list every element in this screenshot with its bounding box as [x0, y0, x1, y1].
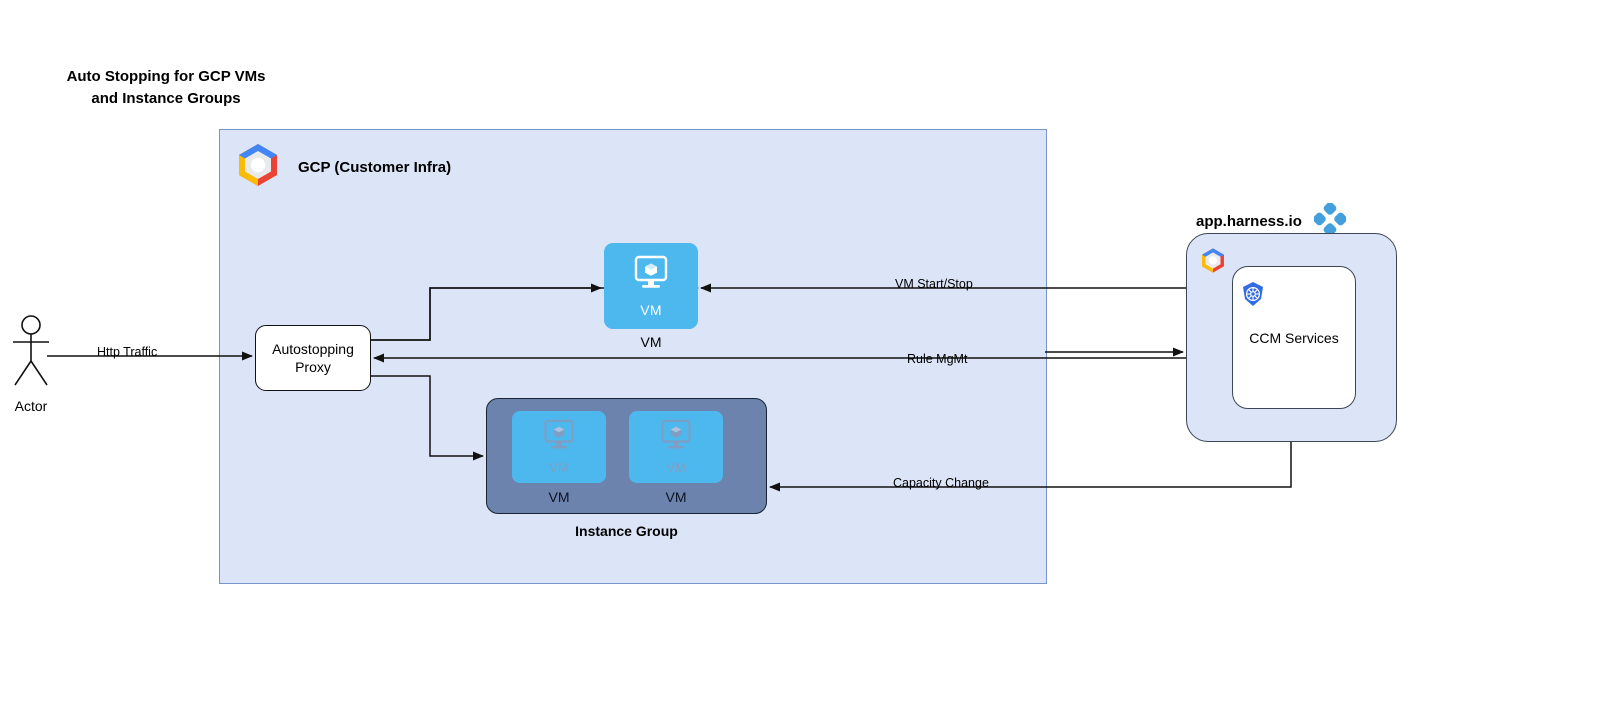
instance-group-vm-inner-label: VM: [666, 460, 686, 475]
actor-label: Actor: [14, 398, 48, 414]
page-title: Auto Stopping for GCP VMs and Instance G…: [66, 68, 266, 107]
autostopping-proxy-node[interactable]: Autostopping Proxy: [255, 325, 371, 391]
harness-diamond-logo-icon: [1312, 202, 1347, 240]
instance-group-vm[interactable]: VM: [512, 411, 606, 483]
edge-label-vm-start-stop: VM Start/Stop: [895, 277, 973, 291]
ccm-services-label: CCM Services: [1249, 330, 1339, 346]
vm-node[interactable]: VM: [604, 243, 698, 329]
instance-group-vm-inner-label: VM: [549, 460, 569, 475]
instance-group-container[interactable]: VM VM VM VM: [486, 398, 767, 514]
instance-group-caption: Instance Group: [575, 523, 678, 539]
gcp-container-label: GCP (Customer Infra): [298, 159, 452, 176]
vm-inner-label: VM: [640, 301, 662, 318]
harness-label: app.harness.io: [1196, 213, 1302, 230]
kubernetes-logo-icon: [1240, 281, 1266, 312]
instance-group-vm-caption: VM: [665, 489, 687, 505]
vm-monitor-cube-icon: [629, 255, 673, 300]
vm-node-caption: VM: [640, 334, 662, 350]
gcp-logo-icon: [232, 142, 284, 193]
gcp-container-header: GCP (Customer Infra): [232, 142, 451, 193]
harness-header: app.harness.io: [1196, 202, 1347, 240]
edge-label-capacity-change: Capacity Change: [893, 476, 989, 490]
edge-label-rule-mgmt: Rule MgMt: [907, 352, 968, 366]
vm-monitor-cube-icon: [539, 419, 579, 460]
instance-group-vm-caption: VM: [548, 489, 570, 505]
instance-group-vm[interactable]: VM: [629, 411, 723, 483]
actor-figure: [8, 315, 54, 389]
gcp-logo-icon: [1198, 247, 1228, 279]
vm-monitor-cube-icon: [656, 419, 696, 460]
edge-label-http-traffic: Http Traffic: [97, 345, 158, 359]
